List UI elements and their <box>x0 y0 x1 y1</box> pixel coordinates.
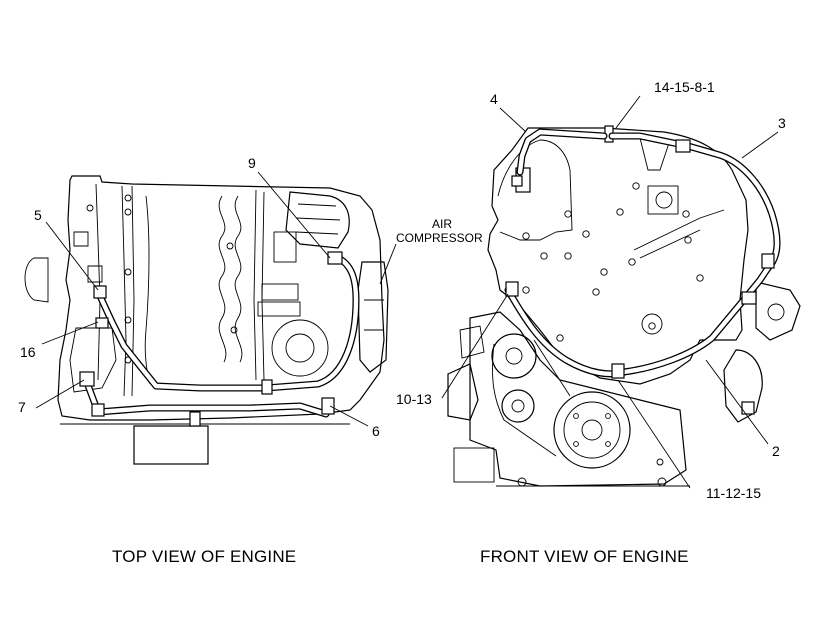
caption-front-view: FRONT VIEW OF ENGINE <box>480 547 689 566</box>
callout-3: 3 <box>778 115 786 131</box>
callout-4: 4 <box>490 91 498 107</box>
caption-top-view: TOP VIEW OF ENGINE <box>112 547 296 566</box>
callout-2: 2 <box>772 443 780 459</box>
air-compressor-label-line2: COMPRESSOR <box>396 231 483 245</box>
callout-11-12-15: 11-12-15 <box>706 485 761 501</box>
top-view-engine <box>24 171 397 465</box>
callout-14-15-8-1: 14-15-8-1 <box>654 79 715 95</box>
callout-6: 6 <box>372 423 380 439</box>
callout-7: 7 <box>18 399 26 415</box>
callout-9: 9 <box>248 155 256 171</box>
air-compressor-label-line1: AIR <box>432 217 452 231</box>
callout-10-13: 10-13 <box>396 391 432 407</box>
front-view-engine <box>441 95 801 489</box>
callout-16: 16 <box>20 344 36 360</box>
callout-5: 5 <box>34 207 42 223</box>
